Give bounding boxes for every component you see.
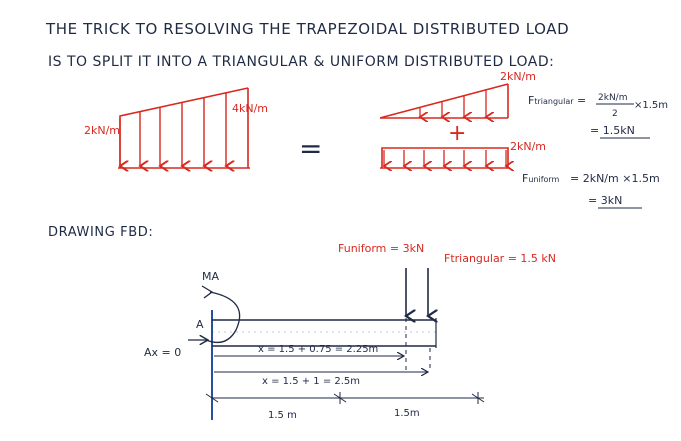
uniform-label: 2kN/m	[510, 140, 546, 153]
svg-text:x = 1.5 + 0.75 = 2.25m: x = 1.5 + 0.75 = 2.25m	[258, 344, 378, 355]
svg-text:Funiform: Funiform	[522, 172, 560, 185]
trapezoid-load	[118, 87, 250, 168]
uniform-force-equation: Funiform = 2kN/m ×1.5m = 3kN	[522, 172, 660, 209]
moment-arrow-head	[201, 285, 214, 299]
svg-text:= 2kN/m ×1.5m: = 2kN/m ×1.5m	[570, 172, 660, 185]
svg-text:1.5m: 1.5m	[394, 408, 420, 419]
dimension-triangular: x = 1.5 + 1 = 2.5m	[214, 372, 428, 387]
triangle-top-label: 2kN/m	[500, 70, 536, 83]
ax-label: Ax = 0	[144, 346, 181, 359]
beam	[212, 318, 437, 348]
dimension-uniform: x = 1.5 + 0.75 = 2.25m	[214, 344, 404, 356]
support-label: A	[196, 318, 204, 331]
plus-sign: +	[448, 121, 466, 146]
fbd-heading: DRAWING FBD:	[48, 225, 153, 240]
triangular-load	[379, 83, 509, 118]
uniform-force-label: Funiform = 3kN	[338, 242, 424, 255]
moment-label: MA	[202, 270, 219, 283]
svg-text:2: 2	[612, 109, 618, 119]
trapezoid-right-label: 4kN/m	[232, 102, 268, 115]
title-line-2: IS TO SPLIT IT INTO A TRIANGULAR & UNIFO…	[48, 54, 554, 70]
title-line-1: THE TRICK TO RESOLVING THE TRAPEZOIDAL D…	[45, 20, 569, 38]
equals-sign: =	[299, 132, 322, 165]
trapezoid-left-label: 2kN/m	[84, 124, 120, 137]
svg-text:= 1.5kN: = 1.5kN	[590, 124, 635, 137]
moment-arc	[205, 291, 241, 344]
svg-text:x = 1.5 + 1 = 2.5m: x = 1.5 + 1 = 2.5m	[262, 376, 360, 387]
svg-text:1.5 m: 1.5 m	[268, 410, 297, 421]
svg-text:2kN/m: 2kN/m	[598, 93, 627, 103]
triangular-force-equation: Ftriangular = 2kN/m 2 ×1.5m = 1.5kN	[528, 93, 668, 139]
triangular-force-label: Ftriangular = 1.5 kN	[444, 252, 556, 265]
svg-text:= 3kN: = 3kN	[588, 194, 622, 207]
svg-text:Ftriangular =: Ftriangular =	[528, 94, 586, 107]
uniform-load	[380, 147, 510, 168]
svg-text:×1.5m: ×1.5m	[634, 100, 668, 111]
segment-dimension: 1.5 m 1.5m	[205, 392, 485, 421]
